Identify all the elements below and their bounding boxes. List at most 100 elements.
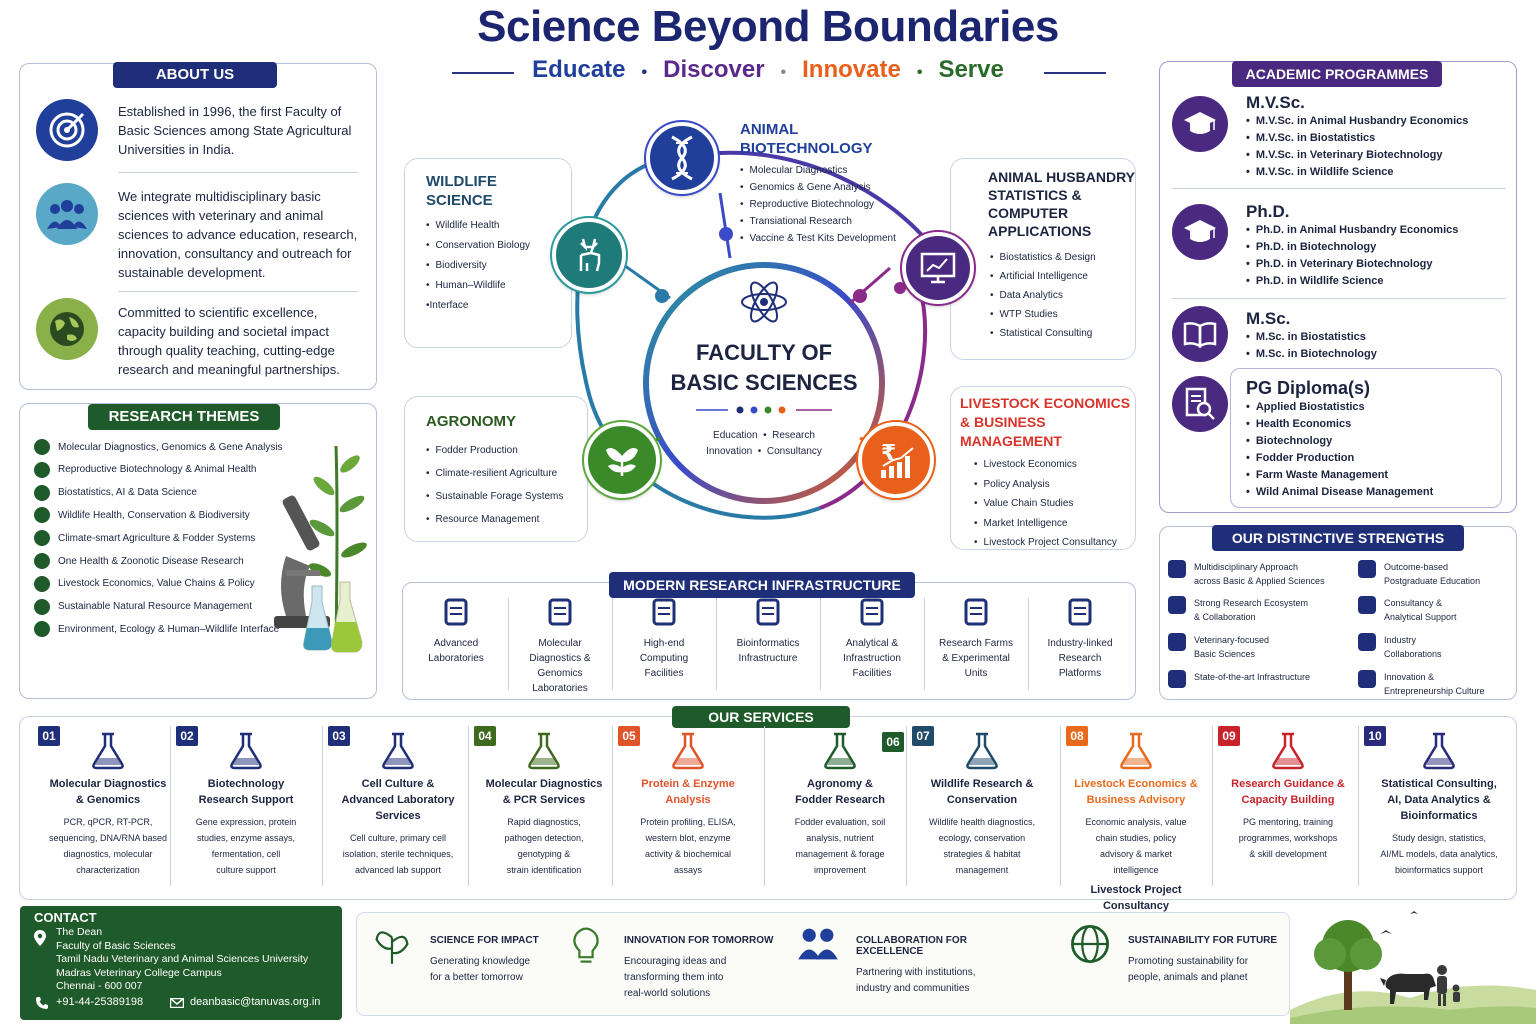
contact-heading: CONTACT <box>34 910 97 925</box>
research-theme-item: Environment, Ecology & Human–Wildlife In… <box>34 621 279 638</box>
contact-email[interactable]: deanbasic@tanuvas.org.in <box>190 996 321 1008</box>
theme-bullet-icon <box>34 507 50 524</box>
programme-pg-diploma: PG Diploma(s) Applied Biostatistics Heal… <box>1246 378 1496 501</box>
wildlife-list: Wildlife Health Conservation Biology Bio… <box>426 216 566 316</box>
globe-icon <box>36 298 98 360</box>
research-theme-item: Biostatistics, AI & Data Science <box>34 484 197 501</box>
target-icon <box>36 99 98 161</box>
strength-icon <box>1358 560 1376 578</box>
strengths-banner: OUR DISTINCTIVE STRENGTHS <box>1212 525 1464 551</box>
graduation-cap-icon <box>1172 204 1228 260</box>
book-icon <box>1172 306 1228 362</box>
divider <box>764 726 765 886</box>
phone-icon <box>36 997 48 1009</box>
service-number-badge: 03 <box>328 726 350 746</box>
service-title: Agronomy &Fodder Research <box>795 778 885 806</box>
service-icon <box>668 730 708 770</box>
infrastructure-panel <box>402 582 1136 700</box>
hub-color-dots <box>696 406 832 414</box>
impact-strip <box>356 912 1290 1016</box>
service-description: Study design, statistics,AI/ML models, d… <box>1380 833 1498 875</box>
about-banner: ABOUT US <box>113 62 277 88</box>
divider <box>322 726 323 886</box>
hub-connectors <box>575 150 942 520</box>
impact-icon <box>796 922 840 966</box>
service-description: Wildlife health diagnostics,ecology, con… <box>928 817 1036 875</box>
service-icon <box>1268 730 1308 770</box>
tagline-rule-left <box>452 72 514 74</box>
divider <box>508 598 509 690</box>
strength-icon <box>1168 633 1186 651</box>
service-title: Molecular Diagnostics& Genomics <box>49 778 167 806</box>
divider <box>118 172 358 173</box>
theme-bullet-icon <box>34 621 50 638</box>
computer-chart-icon <box>900 230 976 306</box>
stats-node: ANIMAL HUSBANDRY STATISTICS & COMPUTER A… <box>988 168 1138 343</box>
tagline-innovate: Innovate <box>802 56 901 83</box>
biotech-node: ANIMAL BIOTECHNOLOGY Molecular Diagnosti… <box>740 120 940 247</box>
service-number-badge: 04 <box>474 726 496 746</box>
tagline-rule-right <box>1044 72 1106 74</box>
tagline-dot: • <box>780 64 787 81</box>
programme-msc: M.Sc. M.Sc. in Biostatistics M.Sc. in Bi… <box>1246 309 1508 363</box>
theme-bullet-icon <box>34 598 50 615</box>
research-theme-item: Molecular Diagnostics, Genomics & Gene A… <box>34 439 283 455</box>
infrastructure-icon <box>438 594 474 630</box>
divider <box>1172 298 1506 299</box>
impact-icon <box>564 922 608 966</box>
location-pin-icon <box>34 930 46 946</box>
research-theme-item: Climate-smart Agriculture & Fodder Syste… <box>34 530 255 547</box>
wildlife-node: WILDLIFE SCIENCE Wildlife Health Conserv… <box>426 172 566 316</box>
research-theme-item: Reproductive Biotechnology & Animal Heal… <box>34 461 256 478</box>
pg-diploma-box <box>1230 368 1502 508</box>
strength-icon <box>1168 596 1186 614</box>
service-icon <box>1419 730 1459 770</box>
impact-icon <box>370 922 414 966</box>
infrastructure-icon <box>542 594 578 630</box>
biotech-list: Molecular Diagnostics Genomics & Gene An… <box>740 162 940 247</box>
service-title: Wildlife Research &Conservation <box>930 778 1034 806</box>
divider <box>612 598 613 690</box>
service-icon <box>88 730 128 770</box>
graduation-cap-icon <box>1172 96 1228 152</box>
programme-mvsc: M.V.Sc. M.V.Sc. in Animal Husbandry Econ… <box>1246 93 1508 181</box>
service-icon <box>378 730 418 770</box>
service-number-badge: 01 <box>38 726 60 746</box>
service-icon <box>820 730 860 770</box>
services-banner: OUR SERVICES <box>672 706 850 728</box>
infrastructure-icon <box>854 594 890 630</box>
divider <box>906 726 907 886</box>
theme-bullet-icon <box>34 553 50 569</box>
divider <box>1358 726 1359 886</box>
divider <box>612 726 613 886</box>
service-number-badge: 09 <box>1218 726 1240 746</box>
research-theme-item: Wildlife Health, Conservation & Biodiver… <box>34 507 250 524</box>
atom-icon <box>741 281 787 323</box>
infrastructure-icon <box>958 594 994 630</box>
contact-phone[interactable]: +91-44-25389198 <box>56 996 144 1008</box>
people-icon <box>36 183 98 245</box>
strength-icon <box>1168 560 1186 578</box>
service-icon <box>962 730 1002 770</box>
deer-icon <box>550 216 628 294</box>
theme-bullet-icon <box>34 575 50 592</box>
infrastructure-banner: MODERN RESEARCH INFRASTRUCTURE <box>609 572 915 598</box>
strengths-panel <box>1159 526 1517 700</box>
strength-item: Innovation &Entrepreneurship Culture <box>1358 670 1485 698</box>
service-description: Rapid diagnostics,pathogen detection,gen… <box>504 817 584 875</box>
